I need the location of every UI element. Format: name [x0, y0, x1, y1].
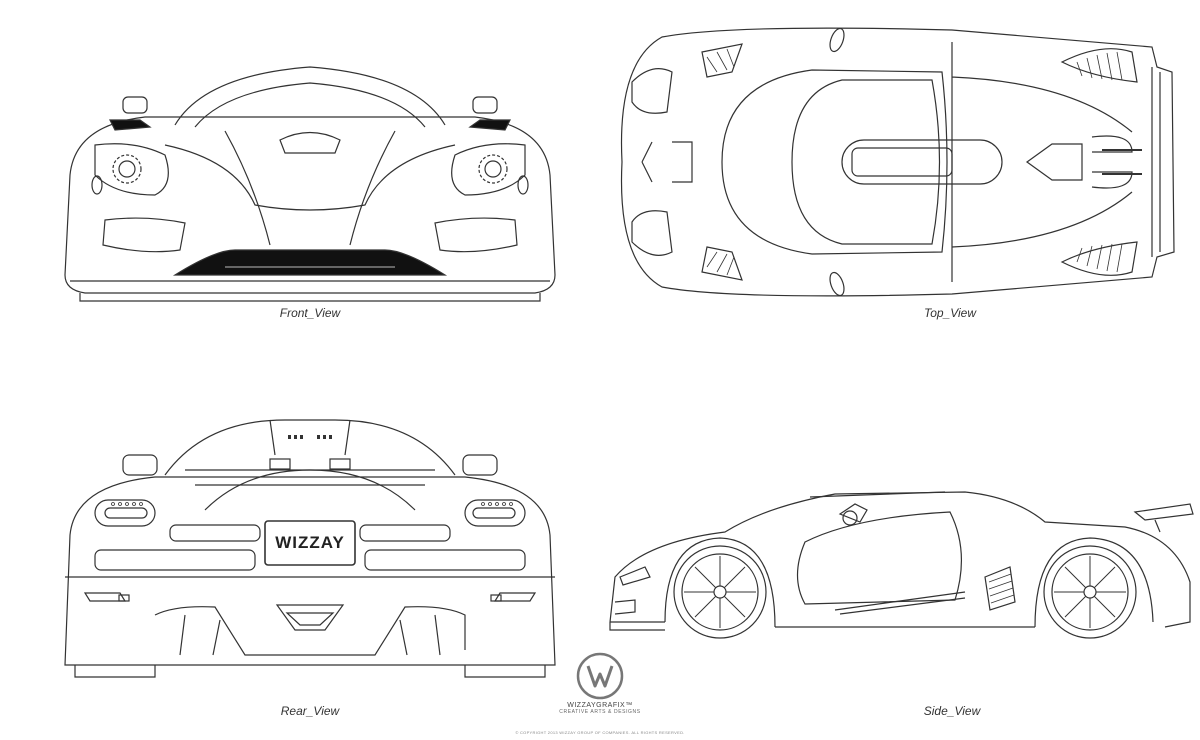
front-view-panel [55, 45, 565, 305]
front-view-caption: Front_View [279, 306, 341, 320]
license-plate [264, 520, 356, 566]
top-view-caption: Top_View [923, 306, 977, 320]
side-view-caption: Side_View [923, 704, 981, 718]
wizzaygrafix-emblem-icon [576, 652, 624, 700]
rear-view-drawing [64, 419, 556, 678]
copyright-notice: © COPYRIGHT 2013 WIZZAY GROUP OF COMPANI… [515, 730, 685, 735]
front-view-drawing [64, 66, 556, 302]
license-plate-text: WIZZAY [275, 533, 345, 552]
rear-view-caption: Rear_View [280, 704, 340, 718]
wizzaygrafix-logo: WIZZAYGRAFIX™ CREATIVE ARTS & DESIGNS [520, 652, 680, 715]
logo-brand: WIZZAYGRAFIX™ [567, 702, 633, 709]
logo-tagline: CREATIVE ARTS & DESIGNS [559, 709, 641, 715]
rear-view-panel: WIZZAY [55, 415, 565, 680]
top-view-panel [612, 22, 1192, 302]
side-view-panel [605, 482, 1195, 652]
side-view-drawing [609, 491, 1194, 639]
top-view-drawing [620, 27, 1175, 297]
